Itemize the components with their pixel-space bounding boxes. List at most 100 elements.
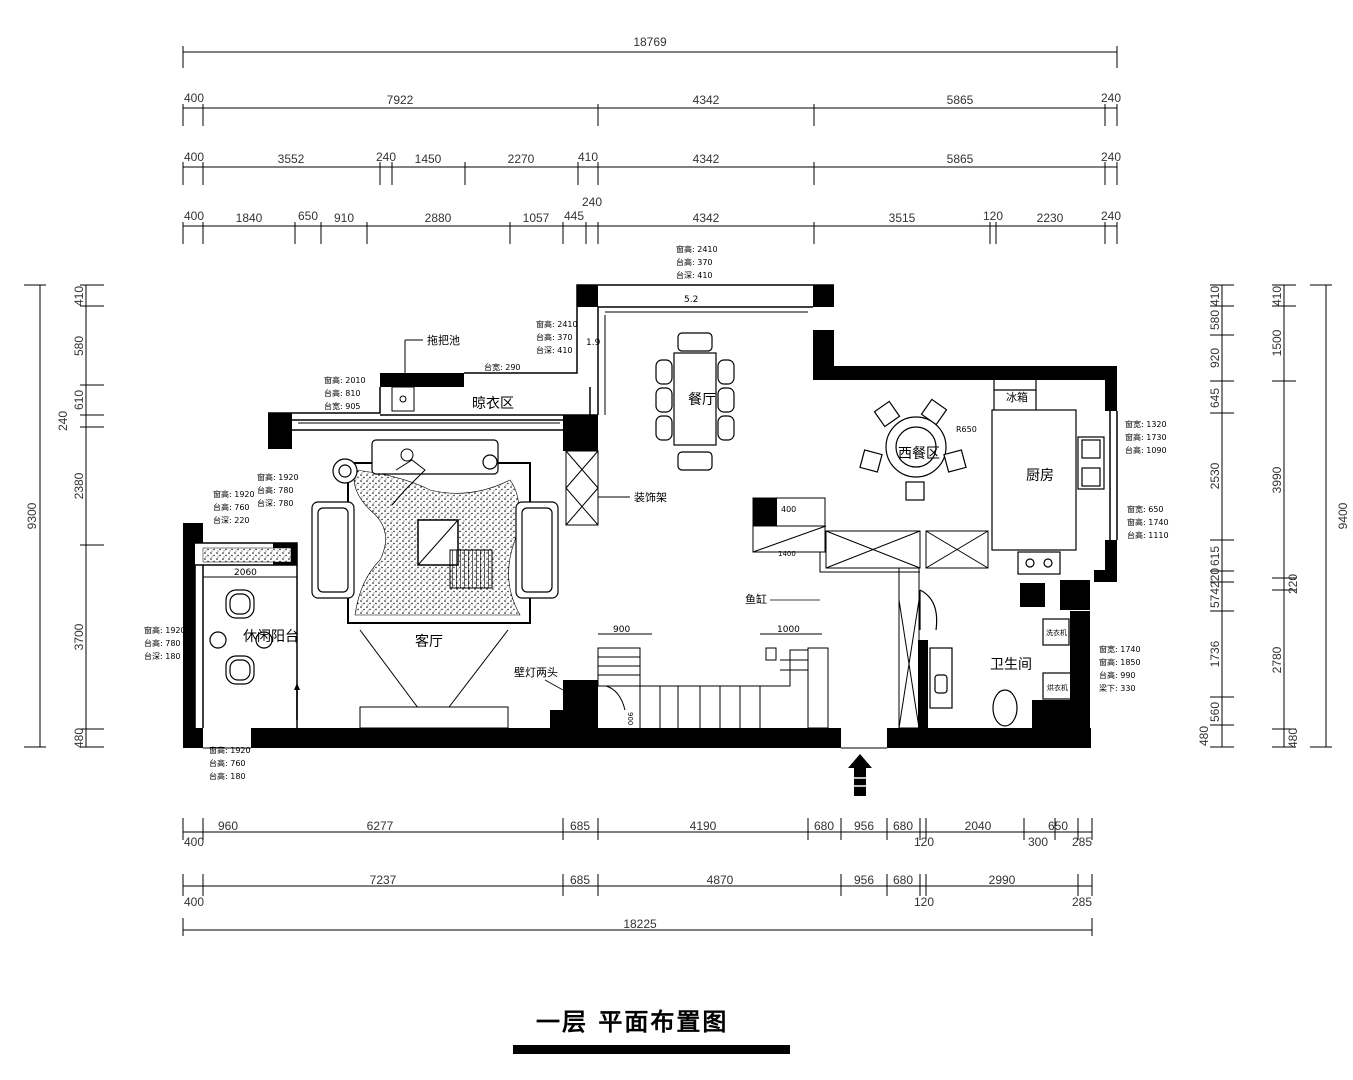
staircase [597, 633, 829, 729]
dim-label: 410 [1208, 286, 1222, 306]
dim-label: 220 [1208, 568, 1222, 588]
note-line: 窗高: 1920 [257, 472, 299, 482]
dim-label: 3990 [1270, 466, 1284, 493]
fish-tank-label: 鱼缸 [745, 592, 767, 606]
dim-label: 480 [1197, 726, 1211, 746]
person-figure [391, 448, 426, 506]
dim-label: 5865 [947, 93, 974, 107]
round-table [859, 398, 967, 501]
dim-label: 400 [184, 835, 204, 849]
note-line: 台高: 370 [676, 257, 713, 267]
top-dimensions [182, 46, 1118, 244]
note-line: 台深: 410 [676, 270, 713, 280]
note-kitchen-top: 窗宽: 1320 窗高: 1730 台高: 1090 [1125, 419, 1167, 455]
dim-label: 240 [376, 150, 396, 164]
dim-bottom-row1: 960 6277 685 4190 680 956 680 2040 650 [218, 819, 1068, 833]
note-line: 窗高: 1850 [1099, 657, 1141, 667]
dim-label: 4342 [693, 152, 720, 166]
dim-bottom-row2: 7237 685 4870 956 680 2990 [370, 873, 1016, 887]
dim-label: 3515 [889, 211, 916, 225]
dim-label: 400 [184, 895, 204, 909]
note-balcony-bottom: 窗高: 1920 台高: 760 台高: 180 [209, 745, 251, 781]
kitchen [991, 380, 1105, 575]
entrance-arrow-icon [848, 754, 872, 796]
note-lr-window: 窗高: 1920 台高: 780 台深: 780 [257, 472, 299, 508]
dim-label: 956 [854, 819, 874, 833]
dim-label: 400 [184, 209, 204, 223]
dim-label: 285 [1072, 835, 1092, 849]
dim-label: 300 [1028, 835, 1048, 849]
windows [203, 422, 887, 749]
balcony-label: 休闲阳台 [243, 629, 299, 645]
note-mid-window: 窗高: 2410 台高: 370 台深: 410 [536, 319, 578, 355]
dim-label: 1057 [523, 211, 550, 225]
dim-label: 680 [814, 819, 834, 833]
dim-label: 285 [1072, 895, 1092, 909]
dim-bottom-row2-sub: 400 120 285 [184, 895, 1092, 909]
note-line: 窗高: 2010 [324, 375, 366, 385]
dim-top-row2: 400 3552 240 1450 2270 410 4342 5865 240 [184, 150, 1121, 166]
note-line: 窗高: 1920 [209, 745, 251, 755]
dim-label: 240 [56, 411, 70, 431]
dim-label: 2270 [508, 152, 535, 166]
dim-label: 220 [1286, 574, 1300, 594]
dim-label: 920 [1208, 348, 1222, 368]
dim-label: 1736 [1208, 640, 1222, 667]
note-line: 窗高: 1920 [144, 625, 186, 635]
dim-right-inner: 410 580 920 645 2530 615 220 574 1736 56… [1197, 286, 1222, 746]
balcony-area [202, 547, 300, 720]
dim-label: 240 [1101, 209, 1121, 223]
note-line: 窗宽: 1320 [1125, 419, 1167, 429]
right-dimensions [1210, 284, 1332, 748]
bathroom-fixtures [919, 589, 1074, 727]
note-line: 台深: 780 [257, 498, 294, 508]
wall-outlines [194, 284, 1118, 728]
dim-label: 610 [72, 390, 86, 410]
note-line: 窗高: 2410 [676, 244, 718, 254]
dim-label: 574 [1208, 588, 1222, 608]
dim-label: 650 [1048, 819, 1068, 833]
dim-label: 7237 [370, 873, 397, 887]
dim-label: 240 [1101, 150, 1121, 164]
laundry-area [391, 339, 423, 412]
dim-inner-1000: 1000 [777, 625, 800, 635]
dim-label: 685 [570, 873, 590, 887]
western-dining-label: 西餐区 [898, 446, 940, 462]
dim-label: 4870 [707, 873, 734, 887]
dining-table [655, 332, 735, 471]
note-line: 台高: 760 [209, 758, 246, 768]
dim-label: 120 [914, 895, 934, 909]
note-line: 窗高: 1730 [1125, 432, 1167, 442]
dining-dim [604, 311, 808, 415]
dim-label: 1450 [415, 152, 442, 166]
note-line: 窗高: 2410 [536, 319, 578, 329]
note-line: 窗高: 1920 [213, 489, 255, 499]
note-line: 窗宽: 1740 [1099, 644, 1141, 654]
note-line: 梁下: 330 [1099, 684, 1136, 693]
dim-label: 400 [184, 150, 204, 164]
dim-label: 410 [578, 150, 598, 164]
dim-top-row3: 400 1840 650 910 2880 1057 445 240 4342 … [184, 195, 1121, 225]
radius-label: R650 [956, 425, 977, 434]
dim-label: 2380 [72, 472, 86, 499]
note-line: 台深: 410 [536, 345, 573, 355]
note-bathroom: 窗宽: 1740 窗高: 1850 台高: 990 梁下: 330 [1099, 644, 1141, 693]
washer-label: 洗衣机 [1046, 628, 1067, 637]
dim-top-total: 18769 [633, 35, 667, 49]
dim-label: 410 [72, 286, 86, 306]
dim-label: 480 [1286, 728, 1300, 748]
dim-label: 3552 [278, 152, 305, 166]
dim-right-total: 9400 [1336, 502, 1350, 529]
note-line: 窗宽: 650 [1127, 504, 1164, 514]
left-dimensions [24, 284, 104, 748]
dim-inner-w: 5.2 [684, 295, 698, 305]
dim-top-row1: 400 7922 4342 5865 240 [184, 91, 1121, 107]
dim-label: 445 [564, 209, 584, 223]
dim-label: 1840 [236, 211, 263, 225]
dim-label: 615 [1208, 546, 1222, 566]
dim-right-outer: 410 1500 3990 220 2780 480 [1270, 286, 1300, 748]
note-line: 台高: 370 [536, 332, 573, 342]
note-line: 台高: 1090 [1125, 445, 1167, 455]
dim-label: 956 [854, 873, 874, 887]
